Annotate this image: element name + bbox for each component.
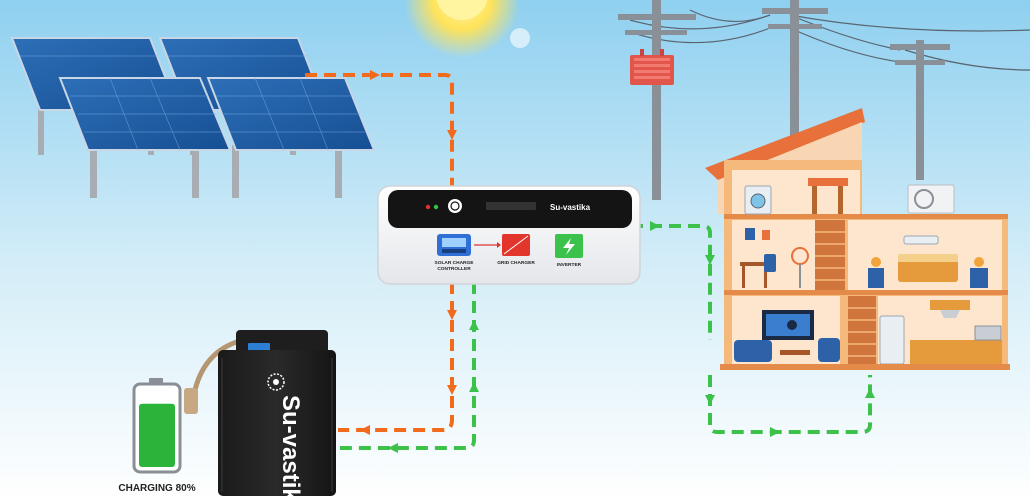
module-label: INVERTER [557,262,582,268]
arrow-icon [474,242,501,248]
transformer-icon [630,49,674,85]
house-icon [705,108,1010,370]
inverter-module: INVERTER [555,234,583,268]
utility-pole-icon [762,0,950,180]
grid-flow-arrows [388,221,875,453]
grid-charger-module: GRID CHARGER [497,234,535,266]
solar-flow-arrows [360,70,457,435]
battery-brand: Su-vastika [277,395,304,501]
module-label: SOLAR CHARGE [435,260,475,266]
solar-power-flow [305,73,454,432]
sun-icon [404,0,530,58]
module-label: GRID CHARGER [497,260,535,266]
utility-pole-icon [618,0,696,200]
power-lines [629,9,1030,71]
grid-power-flow [338,224,872,450]
charge-level-fill [139,403,175,467]
inverter-brand: Su-vastika [550,203,591,212]
solar-panel-icon [10,37,376,198]
battery-icon: Su-vastika [184,330,336,501]
charging-status-label: CHARGING 80% [118,483,195,494]
charge-indicator-icon [132,378,182,474]
solar-charge-controller-module: SOLAR CHARGE CONTROLLER [435,234,475,272]
module-label: CONTROLLER [437,266,471,272]
inverter-icon: Su-vastika SOLAR CHARGE CONTROLLER GRID … [377,185,641,285]
